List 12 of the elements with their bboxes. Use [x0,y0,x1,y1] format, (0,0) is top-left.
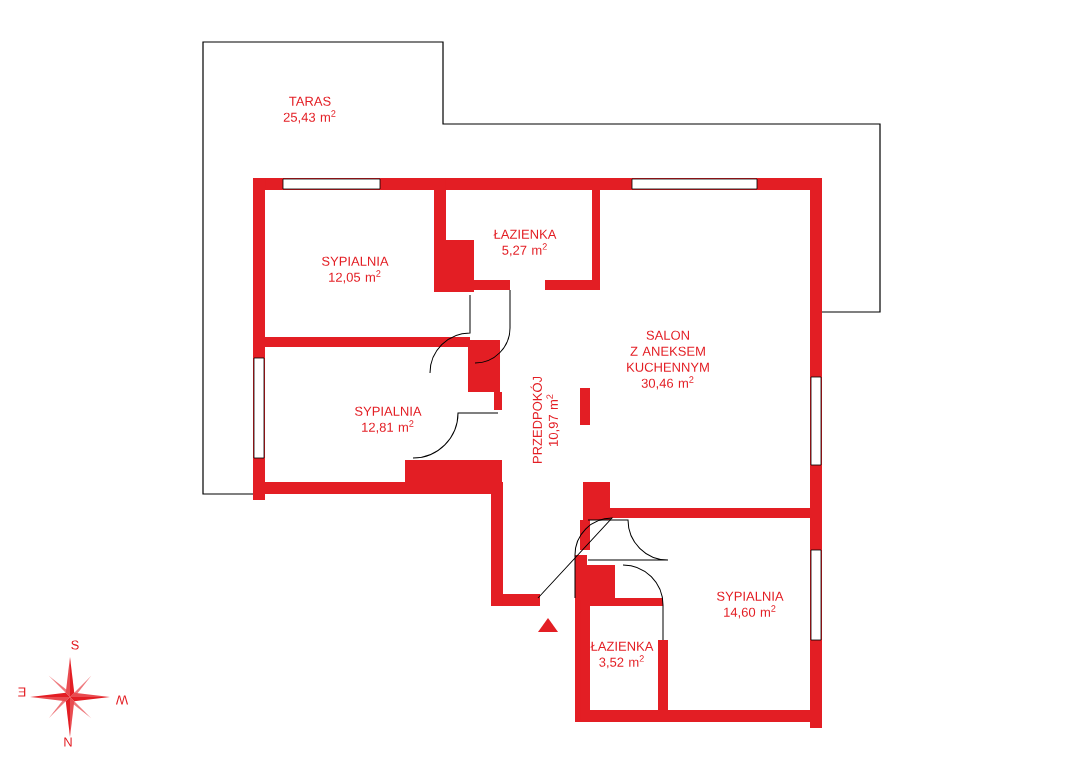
room-label: TARAS 25,43 m$^{2}$ [283,96,336,124]
room-label: SYPIALNIA 14,60 m$^{2}$ [717,591,784,619]
compass-letter: W [115,695,129,705]
room-label: SYPIALNIA 12,05 m$^{2}$ [322,256,389,284]
room-label: PRZEDPOKÓJ 10,97 m$^{2}$ [530,376,560,463]
compass-letter: N [64,737,72,747]
room-label: SALON Z ANEKSEM KUCHENNYM 30,46 m$^{2}$ [627,330,709,390]
compass-letter: E [18,687,26,697]
compass-letter: S [71,640,79,650]
room-label: SYPIALNIA 12,81 m$^{2}$ [355,406,422,434]
room-label: ŁAZIENKA 5,27 m$^{2}$ [493,229,557,257]
room-label: ŁAZIENKA 3,52 m$^{2}$ [590,641,654,669]
